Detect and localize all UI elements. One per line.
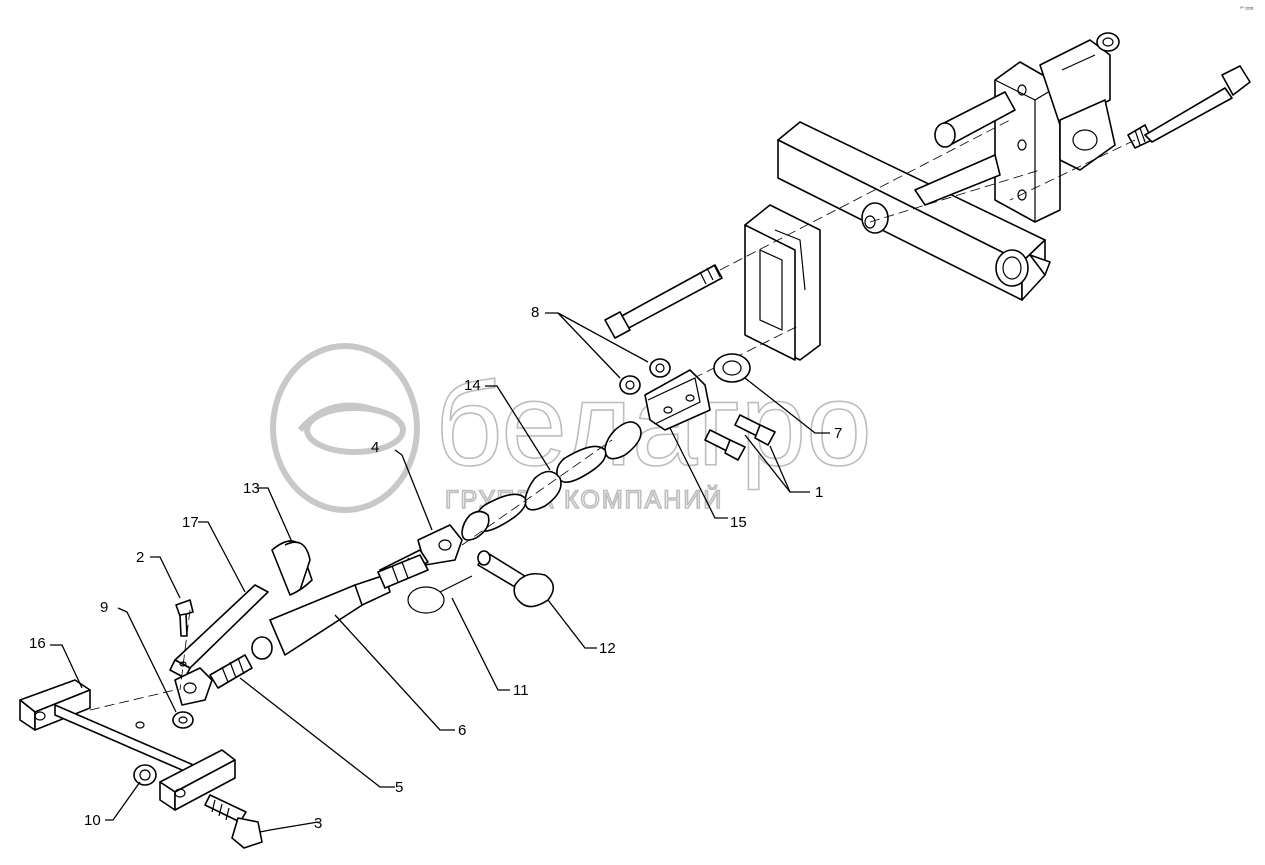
leader-lines: [50, 312, 830, 833]
callout-6: 6: [458, 722, 466, 739]
watermark-logo: белагро ГРУППА КОМПАНИЙ: [270, 343, 873, 515]
callout-13: 13: [243, 480, 260, 497]
corner-mark: ª° ¤¤¤: [1240, 6, 1254, 12]
callout-11: 11: [513, 682, 529, 699]
lower-link-assembly: [19, 540, 429, 849]
watermark-brand: белагро: [435, 359, 872, 491]
callout-16: 16: [29, 635, 46, 652]
callout-9: 9: [100, 599, 108, 616]
callout-labels: 1 2 3 4 5 6 7 8 9 10 11 12 13 14 15 16 1…: [29, 304, 842, 832]
callout-4: 4: [371, 439, 379, 456]
callout-5: 5: [395, 779, 403, 796]
callout-8: 8: [531, 304, 539, 321]
callout-1: 1: [815, 484, 823, 501]
callout-2: 2: [136, 549, 144, 566]
chain-assembly: [379, 353, 776, 614]
callout-15: 15: [730, 514, 747, 531]
callout-12: 12: [599, 640, 616, 657]
callout-17: 17: [182, 514, 199, 531]
hitch-frame: [604, 32, 1251, 386]
callout-10: 10: [84, 812, 101, 829]
callout-14: 14: [464, 377, 481, 394]
callout-7: 7: [834, 425, 842, 442]
callout-3: 3: [314, 815, 322, 832]
